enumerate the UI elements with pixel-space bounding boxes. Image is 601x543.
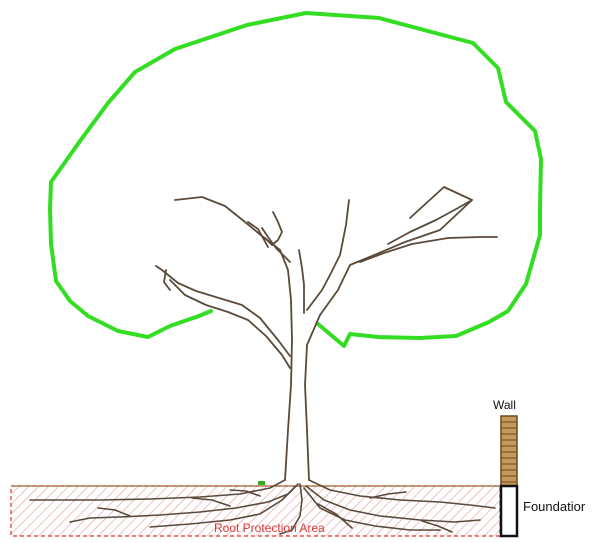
wall-label: Wall bbox=[493, 398, 516, 412]
root-protection-area-label: Root Protection Area bbox=[214, 521, 325, 535]
foundation-label: Foundatior bbox=[523, 499, 586, 514]
wall bbox=[501, 416, 517, 536]
ground-marker bbox=[258, 481, 265, 485]
wall-foundation bbox=[501, 486, 517, 536]
canopy-outline bbox=[50, 13, 541, 346]
